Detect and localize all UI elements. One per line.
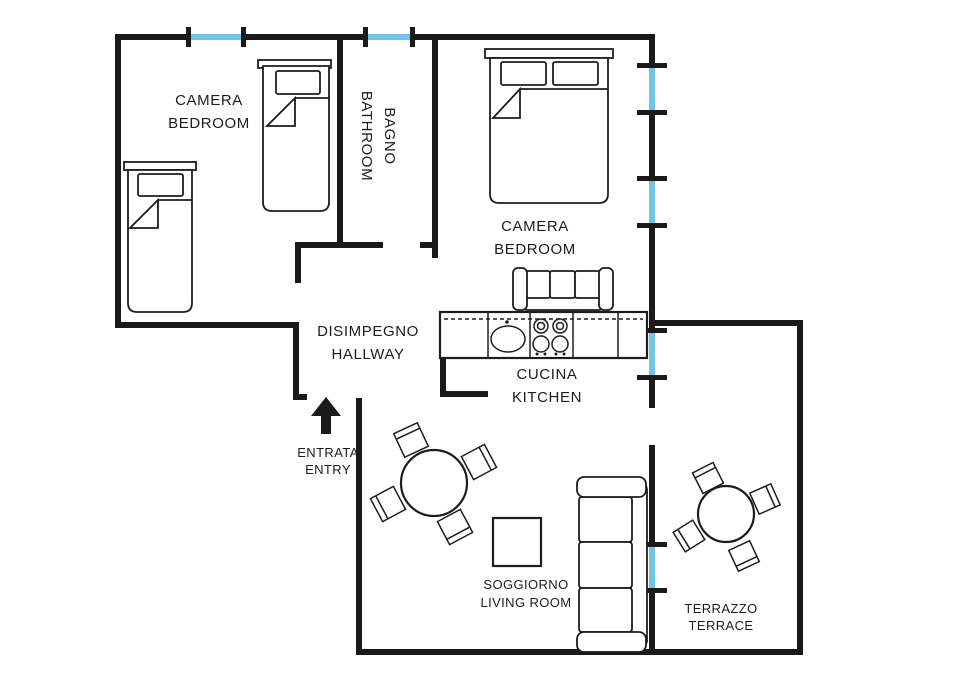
- room-label-en: BEDROOM: [168, 115, 250, 132]
- kitchen-sink: [490, 320, 526, 353]
- wall-segment: [115, 322, 296, 328]
- room-label-hallway: DISIMPEGNO HALLWAY: [293, 320, 443, 366]
- double-bed: [484, 48, 614, 204]
- chair-icon: [369, 485, 407, 523]
- dining-chairs: [369, 421, 498, 546]
- room-label-terrace: TERRAZZO TERRACE: [646, 600, 796, 634]
- glazed-door: [649, 333, 655, 375]
- window-tick: [410, 27, 415, 47]
- room-label-bathroom: BAGNO BATHROOM: [355, 81, 401, 191]
- wall-segment: [337, 34, 343, 243]
- window-tick: [637, 328, 667, 333]
- chair-icon: [727, 539, 761, 573]
- wall-segment: [420, 242, 438, 248]
- room-label-kitchen: CUCINA KITCHEN: [472, 363, 622, 409]
- single-bed: [257, 59, 332, 212]
- room-label-en: KITCHEN: [511, 389, 583, 406]
- room-label-it: CAMERA: [501, 218, 569, 235]
- window-tick: [241, 27, 246, 47]
- chair-icon: [460, 443, 498, 481]
- room-label-it: SOGGIORNO: [483, 577, 569, 592]
- room-label-en: TERRACE: [688, 618, 754, 633]
- room-label-living-room: SOGGIORNO LIVING ROOM: [451, 576, 601, 612]
- wall-segment: [115, 34, 121, 328]
- single-bed: [123, 161, 197, 313]
- room-label-en: ENTRY: [305, 462, 351, 477]
- glazed-door: [649, 547, 655, 588]
- coffee-table: [491, 516, 543, 568]
- window-tick: [637, 223, 667, 228]
- window-tick: [186, 27, 191, 47]
- wall-segment: [295, 242, 383, 248]
- room-label-en: HALLWAY: [331, 346, 405, 363]
- window-tick: [363, 27, 368, 47]
- room-label-it: CAMERA: [175, 92, 243, 109]
- window-tick: [637, 176, 667, 181]
- wall-segment: [356, 398, 362, 655]
- terrace-chairs: [672, 461, 782, 573]
- wall-segment: [293, 394, 307, 400]
- window-tick: [637, 63, 667, 68]
- chair-icon: [691, 461, 725, 495]
- room-label-it: BAGNO: [381, 107, 398, 165]
- wall-segment: [432, 34, 438, 258]
- room-label-en: BATHROOM: [358, 90, 375, 182]
- dining-table: [399, 448, 469, 518]
- window: [368, 34, 410, 40]
- window: [649, 68, 655, 110]
- window: [649, 181, 655, 223]
- room-label-bedroom-1: CAMERA BEDROOM: [134, 89, 284, 135]
- bench-sofa: [512, 267, 614, 311]
- room-label-en: BEDROOM: [494, 241, 576, 258]
- room-label-entry: ENTRATA ENTRY: [292, 444, 364, 478]
- room-label-it: ENTRATA: [297, 445, 359, 460]
- room-label-it: DISIMPEGNO: [317, 323, 419, 340]
- window-tick: [637, 375, 667, 380]
- wall-segment: [440, 391, 488, 397]
- wall-segment: [797, 320, 803, 655]
- terrace-table: [696, 484, 756, 544]
- wall-segment: [295, 242, 301, 283]
- window-tick: [637, 542, 667, 547]
- wall-segment: [649, 320, 803, 326]
- window: [191, 34, 241, 40]
- entry-arrow-icon: [311, 397, 341, 434]
- room-label-en: LIVING ROOM: [480, 595, 572, 610]
- chair-icon: [436, 508, 474, 546]
- chair-icon: [672, 519, 706, 553]
- wall-segment: [356, 649, 803, 655]
- room-label-it: TERRAZZO: [684, 601, 758, 616]
- wall-segment: [293, 322, 299, 394]
- room-label-bedroom-2: CAMERA BEDROOM: [460, 215, 610, 261]
- kitchen-stove: [532, 318, 569, 356]
- wall-segment: [440, 355, 446, 397]
- window-tick: [637, 110, 667, 115]
- chair-icon: [392, 421, 430, 459]
- sofa: [576, 476, 648, 653]
- chair-icon: [748, 482, 782, 516]
- window-tick: [637, 588, 667, 593]
- room-label-it: CUCINA: [516, 366, 578, 383]
